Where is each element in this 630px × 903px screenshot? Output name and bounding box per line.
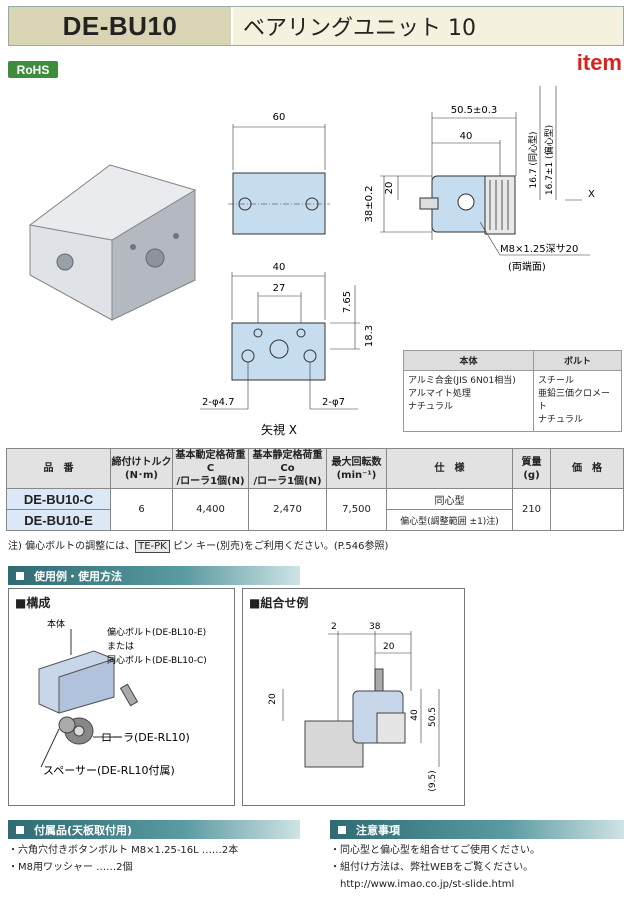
front-view-drawing: 40 27 7.65 18.3 2-φ4.7 2-φ7 矢視 X xyxy=(200,262,375,437)
bolt-spec-note: (両端面) xyxy=(508,260,546,273)
list-item: ・同心型と偏心型を組合せてご使用ください。 xyxy=(330,845,540,856)
table-row: DE-BU10-E 偏心型(調整範囲 ±1)注) xyxy=(6,509,624,531)
svg-text:本体: 本体 xyxy=(47,618,65,630)
accessories-list: ・六角穴付きボタンボルト M8×1.25-16L ……2本 ・M8用ワッシャー … xyxy=(8,842,238,876)
table-row: DE-BU10-C 6 4,400 2,470 7,500 同心型 210 xyxy=(6,488,624,531)
svg-text:38: 38 xyxy=(369,622,381,632)
dim-27: 27 xyxy=(273,283,286,294)
svg-text:2: 2 xyxy=(331,622,337,632)
composition-panel: ■構成 本体 偏心ボルト(DE-BL10-E) または 同心ボルト(DE-BL1… xyxy=(8,588,235,806)
product-name: ベアリングユニット 10 xyxy=(231,7,623,45)
adjustment-note: 注) 偏心ボルトの調整には、TE-PK ピン キー(別売)をご利用ください。(P… xyxy=(8,540,389,553)
model-e: DE-BU10-E xyxy=(6,509,111,531)
svg-text:50.5: 50.5 xyxy=(428,707,438,727)
combination-diagram: 2 38 20 20 40 50.5 (9.5) xyxy=(268,622,440,792)
rohs-badge: RoHS xyxy=(8,61,58,78)
list-item: ・M8用ワッシャー ……2個 xyxy=(8,862,133,873)
mat-body-cell: アルミ合金(JIS 6N01相当)アルマイト処理ナチュラル xyxy=(403,370,534,432)
product-model: DE-BU10 xyxy=(9,7,231,45)
dim-16-7-c: 16.7 (同心型) xyxy=(528,132,539,189)
url-link[interactable]: http://www.imao.co.jp/st-slide.html xyxy=(340,879,515,890)
view-caption: 矢視 X xyxy=(261,422,297,437)
brand-logo: item xyxy=(576,50,622,75)
svg-text:(9.5): (9.5) xyxy=(428,770,438,791)
dim-20-side: 20 xyxy=(384,182,395,195)
mat-header-body: 本体 xyxy=(403,350,534,371)
product-3d-image xyxy=(28,164,197,321)
top-view-drawing: 60 xyxy=(228,112,330,235)
hole-spec-1: 2-φ4.7 xyxy=(202,397,234,408)
dim-60: 60 xyxy=(273,112,286,123)
bolt-spec: M8×1.25深サ20 xyxy=(500,243,578,255)
materials-table: 本体 ボルト アルミ合金(JIS 6N01相当)アルマイト処理ナチュラル スチー… xyxy=(403,350,622,432)
cautions-header: 注意事項 xyxy=(330,820,624,839)
svg-text:偏心ボルト(DE-BL10-E): 偏心ボルト(DE-BL10-E) xyxy=(107,626,206,638)
list-item: ・六角穴付きボタンボルト M8×1.25-16L ……2本 xyxy=(8,845,239,856)
svg-text:または: または xyxy=(107,641,134,652)
svg-text:20: 20 xyxy=(383,642,395,652)
svg-text:20: 20 xyxy=(268,693,278,705)
technical-drawings: 60 50.5±0.3 40 38±0.2 20 16.7 (同心型) 16.7… xyxy=(28,86,595,437)
dim-38: 38±0.2 xyxy=(364,185,375,222)
cautions-list: ・同心型と偏心型を組合せてご使用ください。 ・組付け方法は、弊社WEBをご覧くだ… xyxy=(330,842,540,893)
hole-spec-2: 2-φ7 xyxy=(322,397,345,408)
dim-40-side: 40 xyxy=(460,131,473,142)
svg-text:ローラ(DE-RL10): ローラ(DE-RL10) xyxy=(101,731,190,744)
side-view-drawing: 50.5±0.3 40 38±0.2 20 16.7 (同心型) 16.7±1 … xyxy=(364,86,595,273)
dim-50-5: 50.5±0.3 xyxy=(451,105,498,116)
svg-text:スペーサー(DE-RL10付属): スペーサー(DE-RL10付属) xyxy=(43,764,175,777)
usage-section-header: 使用例・使用方法 xyxy=(8,566,300,585)
model-c: DE-BU10-C xyxy=(6,488,111,510)
composition-diagram: 本体 偏心ボルト(DE-BL10-E) または 同心ボルト(DE-BL10-C)… xyxy=(38,618,207,777)
dim-16-7-e: 16.7±1 (偏心型) xyxy=(543,125,555,195)
accessories-header: 付属品(天板取付用) xyxy=(8,820,300,839)
spec-table: 品 番 締付けトルク(N･m) 基本動定格荷重 C/ローラ1個(N) 基本静定格… xyxy=(6,448,624,531)
title-bar: DE-BU10 ベアリングユニット 10 xyxy=(8,6,624,46)
combination-panel: ■組合せ例 2 38 20 20 40 50.5 (9.5) xyxy=(242,588,465,806)
spec-h-part: 品 番 xyxy=(6,448,111,489)
svg-text:同心ボルト(DE-BL10-C): 同心ボルト(DE-BL10-C) xyxy=(107,655,207,666)
dim-40-front: 40 xyxy=(273,262,286,273)
mat-bolt-cell: スチール亜鉛三価クロメートナチュラル xyxy=(533,370,622,432)
axis-x-label: X xyxy=(588,189,595,200)
dim-18-3: 18.3 xyxy=(364,325,375,347)
dim-7-65: 7.65 xyxy=(342,291,353,313)
list-item: ・組付け方法は、弊社WEBをご覧ください。 xyxy=(330,862,534,873)
mat-header-bolt: ボルト xyxy=(533,350,622,371)
svg-text:40: 40 xyxy=(410,709,420,721)
